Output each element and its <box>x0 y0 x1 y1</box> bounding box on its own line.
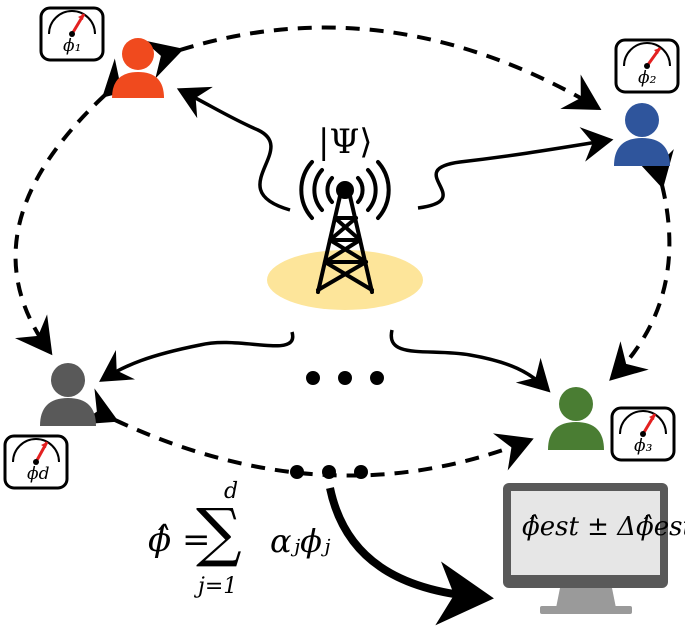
monitor-base <box>540 606 632 614</box>
meter-label-party-3: ϕ₃ <box>634 436 653 456</box>
meter-icon-party-2 <box>614 38 680 94</box>
channel-to-party-2 <box>417 127 614 210</box>
formula-upper-limit: d <box>224 479 239 504</box>
formula-lower-limit: j=1 <box>198 574 238 599</box>
monitor-icon <box>503 483 668 614</box>
tower-icon <box>299 160 391 294</box>
meter-label-party-2: ϕ₂ <box>638 68 657 88</box>
dashed-link-1-d <box>13 58 143 356</box>
channel-to-party-3 <box>389 329 551 393</box>
person-icon-party-2 <box>614 103 670 166</box>
dashed-link-2-3 <box>609 149 674 381</box>
monitor-estimate-text: ϕ̂est ± Δϕ̂est <box>522 512 685 542</box>
meter-icon-party-3 <box>610 406 676 462</box>
formula-summand: αⱼϕⱼ <box>270 522 331 560</box>
formula-sum-symbol: ∑ <box>196 496 242 570</box>
person-icon-party-d <box>40 363 96 426</box>
monitor-screen <box>511 491 660 575</box>
meter-label-party-d: ϕd <box>27 464 50 484</box>
source-halo <box>267 250 423 310</box>
state-label: |Ψ⟩ <box>318 122 373 162</box>
monitor-stand <box>556 588 616 608</box>
estimate-arrow <box>326 487 494 626</box>
dashed-link-1-2 <box>143 25 602 111</box>
meter-icon-party-1 <box>39 6 105 62</box>
formula-lhs: ϕ̂ = <box>148 520 211 560</box>
meter-label-party-1: ϕ₁ <box>63 36 82 56</box>
person-icon-party-3 <box>548 387 604 450</box>
dashed-link-d-3 <box>77 388 534 478</box>
person-icon-party-1 <box>112 38 164 98</box>
channel-to-party-1 <box>176 86 291 212</box>
meter-icon-party-d <box>3 434 69 490</box>
ellipsis-dots <box>290 371 384 479</box>
channel-to-party-d <box>99 331 295 382</box>
quantum-channels <box>99 86 614 393</box>
